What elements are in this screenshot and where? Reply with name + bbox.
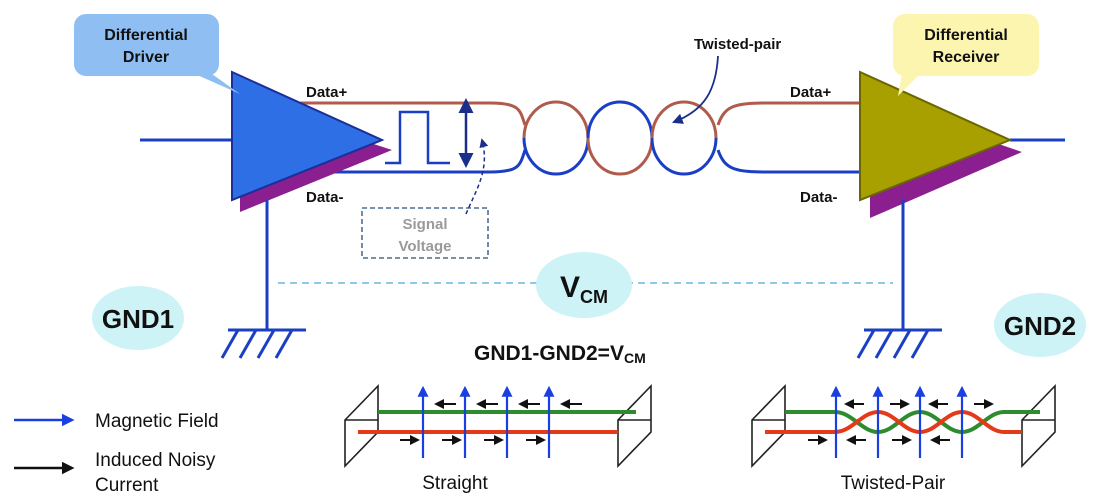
gnd2-symbol xyxy=(856,328,942,359)
twisted-pair-pointer xyxy=(671,55,719,124)
gnd2-label: GND2 xyxy=(1004,311,1076,341)
twisted-pair-label: Twisted-pair xyxy=(694,36,781,53)
vcm-bubble xyxy=(536,252,632,318)
gnd2-bubble xyxy=(994,293,1086,357)
receiver-triangle xyxy=(859,70,1013,202)
vcm-label: VCM xyxy=(560,271,608,307)
data-plus-wire xyxy=(300,101,870,126)
signal-voltage-pointer xyxy=(465,138,489,215)
legend-induced-line1: Induced Noisy xyxy=(95,450,216,471)
driver-label-line1: Differential xyxy=(104,27,188,44)
receiver-label-line1: Differential xyxy=(924,27,1008,44)
receiver-callout: Differential Receiver xyxy=(893,14,1039,96)
straight-caption: Straight xyxy=(422,473,488,494)
data-minus-label-right: Data- xyxy=(800,189,838,206)
driver-callout: Differential Driver xyxy=(74,14,240,94)
twisted-pair-caption: Twisted-Pair xyxy=(841,473,946,494)
signal-label-line2: Voltage xyxy=(398,238,451,255)
twisted-pair-loops xyxy=(522,100,718,176)
straight-pair-illustration: Straight xyxy=(344,384,652,494)
data-plus-label-left: Data+ xyxy=(306,84,348,101)
legend-magnetic-field: Magnetic Field xyxy=(95,411,219,432)
twisted-pair-illustration: Twisted-Pair xyxy=(751,384,1056,494)
driver-label-line2: Driver xyxy=(123,49,169,66)
signal-label-line1: Signal xyxy=(402,216,447,233)
pulse-waveform xyxy=(385,110,450,165)
gnd1-bubble xyxy=(92,286,184,350)
data-minus-label-left: Data- xyxy=(306,189,344,206)
data-plus-label-right: Data+ xyxy=(790,84,832,101)
legend-induced-line2: Current xyxy=(95,475,159,496)
gnd1-symbol xyxy=(220,328,306,359)
receiver-label-line2: Receiver xyxy=(933,49,1000,66)
gnd1-label: GND1 xyxy=(102,304,174,334)
driver-triangle xyxy=(231,70,385,202)
twisted-red-wire xyxy=(765,409,1022,435)
equation-label: GND1-GND2=VCM xyxy=(474,342,646,366)
